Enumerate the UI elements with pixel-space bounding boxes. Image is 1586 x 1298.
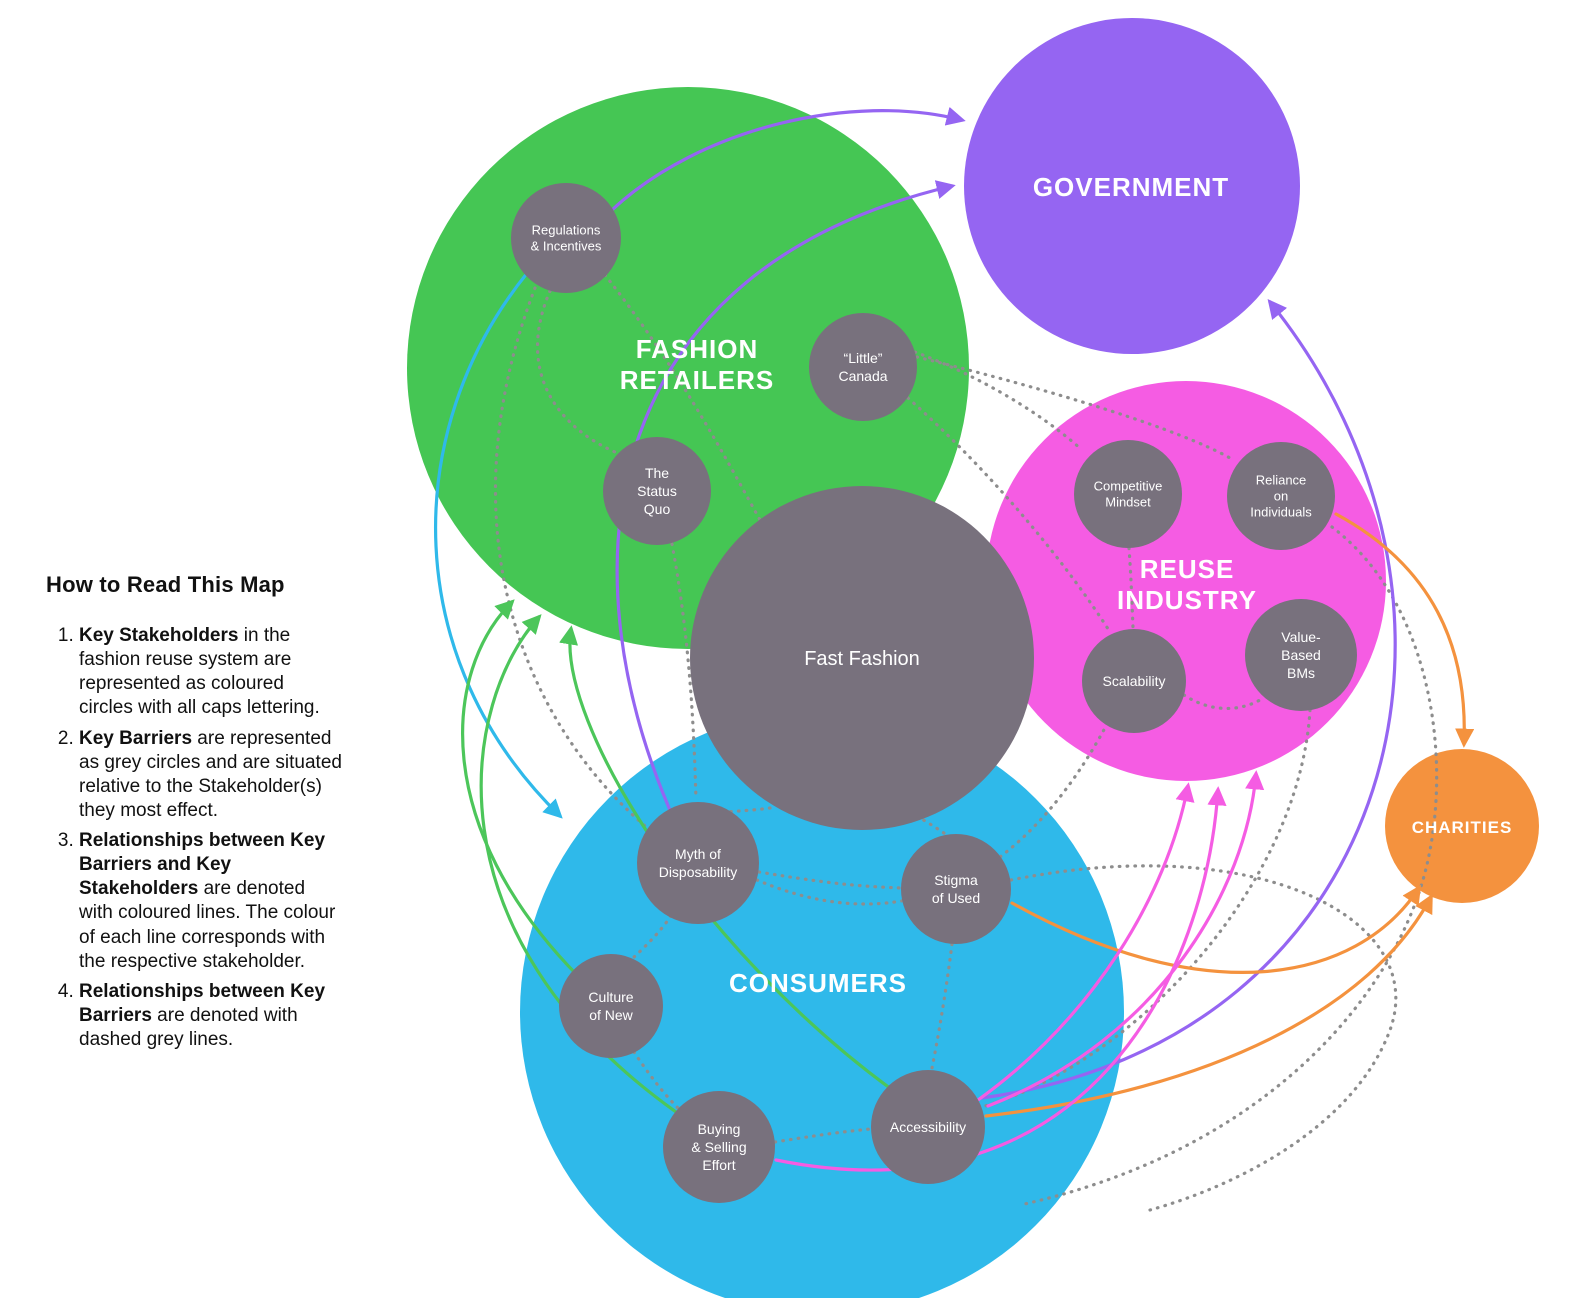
dashed-edge-fast-fashion-myth [722, 806, 772, 814]
legend-title: How to Read This Map [46, 572, 285, 597]
edge-culture-to-retailers [461, 599, 580, 978]
dashed-edge-value-bms-accessibility [983, 708, 1312, 1108]
dashed-edge-scalability-value-bms [1182, 693, 1262, 710]
barrier-label-scalability: Scalability [1102, 673, 1165, 689]
legend-item-key-barriers: Key Barriers are represented as grey cir… [79, 727, 342, 824]
barrier-label-accessibility: Accessibility [890, 1119, 966, 1135]
edge-regulations-to-government [610, 106, 966, 212]
barrier-label-fast-fashion: Fast Fashion [804, 648, 920, 670]
barrier-circle-accessibility [871, 1070, 985, 1184]
barrier-circle-little-canada [809, 313, 917, 421]
barrier-label-little-canada: “Little”Canada [838, 350, 887, 384]
barrier-circle-culture-of-new [559, 954, 663, 1058]
barrier-circle-stigma-of-used [901, 834, 1011, 944]
dashed-edge-little-canada-reliance [915, 355, 1232, 460]
dashed-edge-buying-accessibility [773, 1127, 872, 1144]
legend-item-key-barriers-text: are represented as grey circles and are … [79, 727, 342, 821]
edge-myth-to-government [615, 180, 956, 826]
edge-accessibility-to-reuse-b [986, 770, 1265, 1108]
barrier-circle-the-status-quo [603, 437, 711, 545]
barrier-circle-fast-fashion [690, 486, 1034, 830]
dashed-edge-little-canada-competitive [913, 350, 1084, 452]
edge-accessibility-to-government [980, 299, 1397, 1100]
legend-item-relationships-barriers-text: are denoted with dashed grey lines. [79, 1004, 298, 1050]
legend-item-key-stakeholders-bold: Key Stakeholders [79, 625, 239, 646]
legend-item-key-barriers-bold: Key Barriers [79, 727, 193, 749]
barrier-circle-regulations-incentives [511, 183, 621, 293]
barrier-circle-scalability [1082, 629, 1186, 733]
legend-item-key-stakeholders-text: in the fashion reuse system are represen… [79, 625, 320, 719]
stakeholder-label-charities: CHARITIES [1412, 818, 1513, 837]
dashed-edge-competitive-scalability [1127, 546, 1135, 630]
dashed-edge-status-quo-myth [670, 542, 698, 802]
barrier-label-regulations-incentives: Regulations& Incentives [531, 223, 602, 254]
legend-item-relationships-stakeholders-text: are denoted with coloured lines. The col… [79, 878, 336, 972]
stakeholder-label-consumers: CONSUMERS [729, 968, 907, 998]
dashed-edge-myth-stigma [757, 870, 903, 890]
legend-item-relationships-barriers-bold: Relationships between Key Barriers [79, 980, 326, 1026]
barrier-circle-myth-of-disposability [637, 802, 759, 924]
legend: How to Read This Map Key Stakeholders in… [46, 572, 342, 1058]
stakeholder-label-government: GOVERNMENT [1033, 172, 1229, 202]
edge-accessibility-to-charities [984, 893, 1433, 1118]
legend-item-relationships-stakeholders-bold: Relationships between Key Barriers and K… [79, 830, 326, 900]
dashed-edge-right-loop-stigma [1009, 864, 1398, 1212]
dashed-edge-culture-buying [632, 1050, 680, 1110]
dashed-edge-right-loop-reliance [1018, 525, 1439, 1207]
barrier-circle-reliance-on-individuals [1227, 442, 1335, 550]
legend-item-key-stakeholders: Key Stakeholders in the fashion reuse sy… [79, 624, 342, 721]
barrier-circle-competitive-mindset [1074, 440, 1182, 548]
barrier-circle-buying-selling-effort [663, 1091, 775, 1203]
dashed-edge-stigma-accessibility [930, 942, 954, 1070]
legend-list: Key Stakeholders in the fashion reuse sy… [46, 624, 342, 1052]
edge-reliance-to-charities [1334, 512, 1475, 748]
dashed-edge-little-canada-scalability [906, 396, 1112, 634]
edge-accessibility-to-reuse-a [976, 782, 1195, 1102]
dashed-edge-regulations-status-quo [535, 289, 617, 454]
dashed-edge-regulations-fast-fashion [603, 273, 762, 522]
stakeholder-circle-charities [1385, 749, 1539, 903]
dashed-edge-myth-scalability [755, 724, 1108, 906]
edge-regulations-to-consumers [433, 270, 563, 819]
stakeholder-circle-government [964, 18, 1300, 354]
edge-stigma-to-charities [1010, 884, 1422, 974]
legend-item-relationships-stakeholders: Relationships between Key Barriers and K… [79, 829, 342, 974]
barrier-circle-value-based-bms [1245, 599, 1357, 711]
legend-item-relationships-barriers: Relationships between Key Barriers are d… [79, 980, 342, 1052]
